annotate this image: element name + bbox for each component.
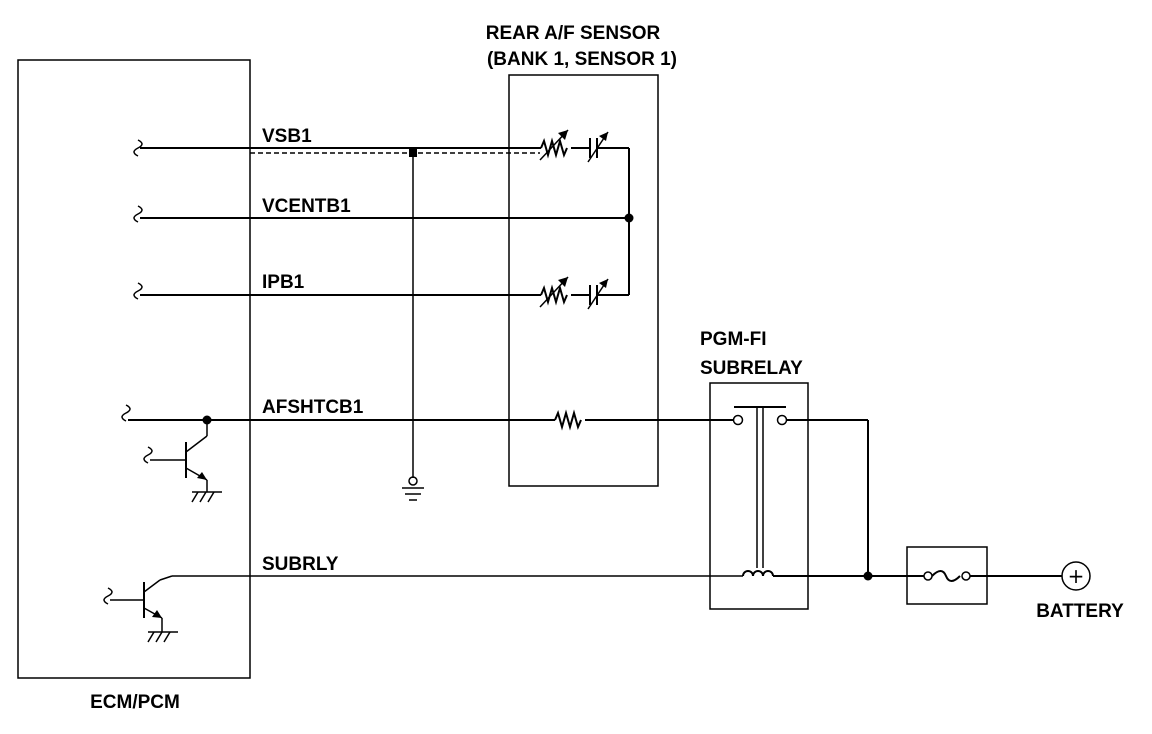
connector-break-icon <box>121 404 131 422</box>
relay-switch <box>732 406 869 576</box>
resistor-icon <box>554 409 582 431</box>
wire-afshtcb1: AFSHTCB1 <box>121 397 734 431</box>
ecm-pcm-box <box>17 59 251 679</box>
ground-icon <box>402 487 424 501</box>
relay-contact <box>776 414 788 426</box>
fuse-icon <box>906 546 1062 605</box>
splice-point <box>409 149 417 157</box>
sensor-title-line1: REAR A/F SENSOR <box>486 23 661 44</box>
variable-resistor-icon <box>540 284 568 306</box>
ecm-pcm-label: ECM/PCM <box>90 692 180 713</box>
ground-connector <box>408 476 418 486</box>
ground-icon <box>147 631 178 643</box>
wire-vcentb1: VCENTB1 <box>133 196 634 223</box>
connector-break-icon <box>133 282 143 300</box>
relay-box <box>709 382 809 610</box>
sensor-cell-top <box>512 129 630 295</box>
connector-break-icon <box>143 446 153 464</box>
battery-label: BATTERY <box>1036 601 1124 622</box>
relay-coil-icon <box>742 570 774 577</box>
sensor-box <box>508 74 659 487</box>
shield-ground <box>402 155 424 501</box>
connector-break-icon <box>133 205 143 223</box>
battery-plus-symbol: + <box>1068 564 1085 588</box>
rear-af-sensor: REAR A/F SENSOR (BANK 1, SENSOR 1) <box>486 23 677 487</box>
wire-vsb1: VSB1 <box>133 126 540 157</box>
wire-label-ipb1: IPB1 <box>262 272 305 293</box>
pgm-fi-subrelay: PGM-FI SUBRELAY <box>700 329 809 610</box>
relay-title-line1: PGM-FI <box>700 329 767 350</box>
wire-label-subrly: SUBRLY <box>262 554 339 575</box>
relay-contact <box>732 414 744 426</box>
junction-dot <box>624 213 634 223</box>
transistor-icon <box>103 575 178 643</box>
connector-break-icon <box>133 139 143 157</box>
wire-label-afshtcb1: AFSHTCB1 <box>262 397 364 418</box>
wire-label-vcentb1: VCENTB1 <box>262 196 351 217</box>
battery-terminal <box>1061 561 1091 591</box>
wire-label-vsb1: VSB1 <box>262 126 312 147</box>
relay-title-line2: SUBRELAY <box>700 358 803 379</box>
ecm-pcm-unit: ECM/PCM <box>17 59 251 713</box>
wire-subrly: SUBRLY <box>172 554 910 581</box>
wire-ipb1: IPB1 <box>133 272 629 310</box>
connector-break-icon <box>103 587 113 605</box>
battery-icon: + BATTERY <box>1036 561 1124 622</box>
ground-icon <box>191 491 222 503</box>
sensor-title-line2: (BANK 1, SENSOR 1) <box>487 49 677 70</box>
variable-resistor-icon <box>540 137 568 159</box>
junction-dot <box>863 571 873 581</box>
transistor-icon <box>143 420 222 503</box>
